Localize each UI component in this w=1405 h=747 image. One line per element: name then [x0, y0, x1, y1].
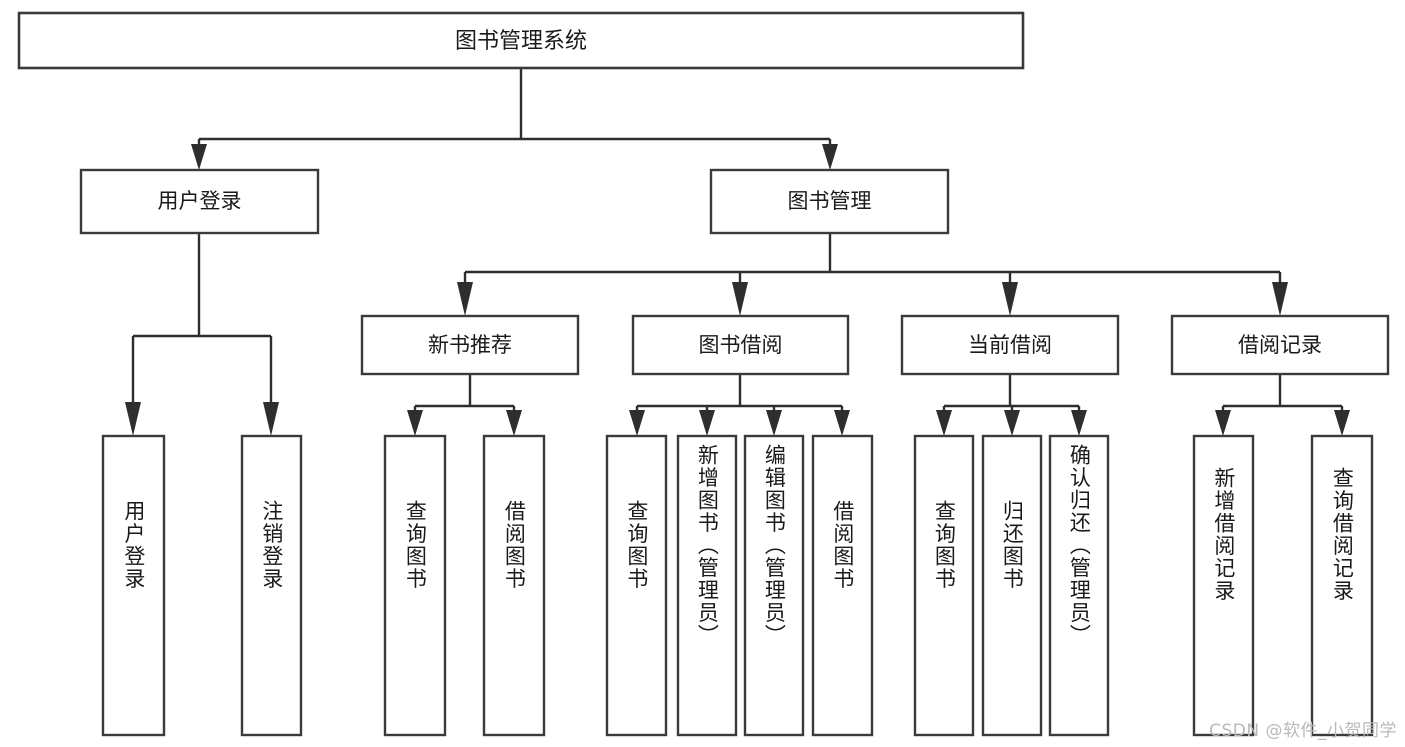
- arrow-head-book-mgmt: [822, 144, 838, 170]
- node-root-box[interactable]: [17, 11, 1025, 70]
- leaf-box-user-login[interactable]: [101, 434, 166, 737]
- arrow-head-current-return: [1004, 410, 1020, 436]
- node-borrow-record-box[interactable]: [1170, 314, 1390, 376]
- node-user-login-box[interactable]: [79, 168, 320, 235]
- node-new-book-recommend-label: 新书推荐: [428, 333, 512, 357]
- leaf-box-return-book[interactable]: [981, 434, 1043, 737]
- leaf-box-borrow-book-newbook[interactable]: [482, 434, 546, 737]
- connector-group-newbook: [407, 374, 522, 436]
- leaf-box-logout[interactable]: [240, 434, 303, 737]
- leaf-box-query-borrow-record[interactable]: [1310, 434, 1374, 737]
- node-book-borrow-box[interactable]: [631, 314, 850, 376]
- connector-group-user-login: [125, 233, 279, 436]
- leaf-box-add-book-admin[interactable]: [676, 434, 738, 737]
- arrow-head-current: [1002, 282, 1018, 316]
- connector-group-borrow: [629, 374, 850, 436]
- leaf-box-query-book-borrow[interactable]: [605, 434, 668, 737]
- arrow-head-leaf-user-login: [125, 402, 141, 436]
- arrow-head-borrow-edit: [766, 410, 782, 436]
- arrow-head-current-query: [936, 410, 952, 436]
- arrow-head-newbook: [457, 282, 473, 316]
- leaf-box-query-book-newbook[interactable]: [383, 434, 447, 737]
- arrow-head-newbook-borrow: [506, 410, 522, 436]
- arrow-head-borrow-query: [629, 410, 645, 436]
- connector-group-book-mgmt: [457, 233, 1288, 316]
- leaf-box-add-borrow-record[interactable]: [1192, 434, 1255, 737]
- arrow-head-user-login: [191, 144, 207, 170]
- node-current-borrow-box[interactable]: [900, 314, 1120, 376]
- node-book-borrow-label: 图书借阅: [699, 333, 783, 357]
- arrow-head-leaf-logout: [263, 402, 279, 436]
- arrow-head-record-query: [1334, 410, 1350, 436]
- node-new-book-recommend-box[interactable]: [360, 314, 580, 376]
- node-book-management-box[interactable]: [709, 168, 950, 235]
- leaf-box-query-book-current[interactable]: [913, 434, 975, 737]
- arrow-head-borrow-lend: [834, 410, 850, 436]
- node-user-login-label: 用户登录: [158, 189, 242, 213]
- csdn-watermark: CSDN @软件_小贺同学: [1209, 721, 1397, 741]
- connector-group-current: [936, 374, 1087, 436]
- arrow-head-borrow-add: [699, 410, 715, 436]
- arrow-head-current-confirm: [1071, 410, 1087, 436]
- arrow-head-borrow: [732, 282, 748, 316]
- connector-group-root: [191, 68, 838, 170]
- node-root-label: 图书管理系统: [455, 29, 587, 54]
- node-current-borrow-label: 当前借阅: [968, 333, 1052, 357]
- arrow-head-record-add: [1215, 410, 1231, 436]
- arrow-head-record: [1272, 282, 1288, 316]
- leaf-box-lend-book[interactable]: [811, 434, 874, 737]
- arrow-head-newbook-query: [407, 410, 423, 436]
- leaf-box-confirm-return-admin[interactable]: [1048, 434, 1110, 737]
- node-book-management-label: 图书管理: [788, 189, 872, 213]
- connector-group-record: [1215, 374, 1350, 436]
- node-borrow-record-label: 借阅记录: [1238, 333, 1322, 357]
- leaf-box-edit-book-admin[interactable]: [743, 434, 805, 737]
